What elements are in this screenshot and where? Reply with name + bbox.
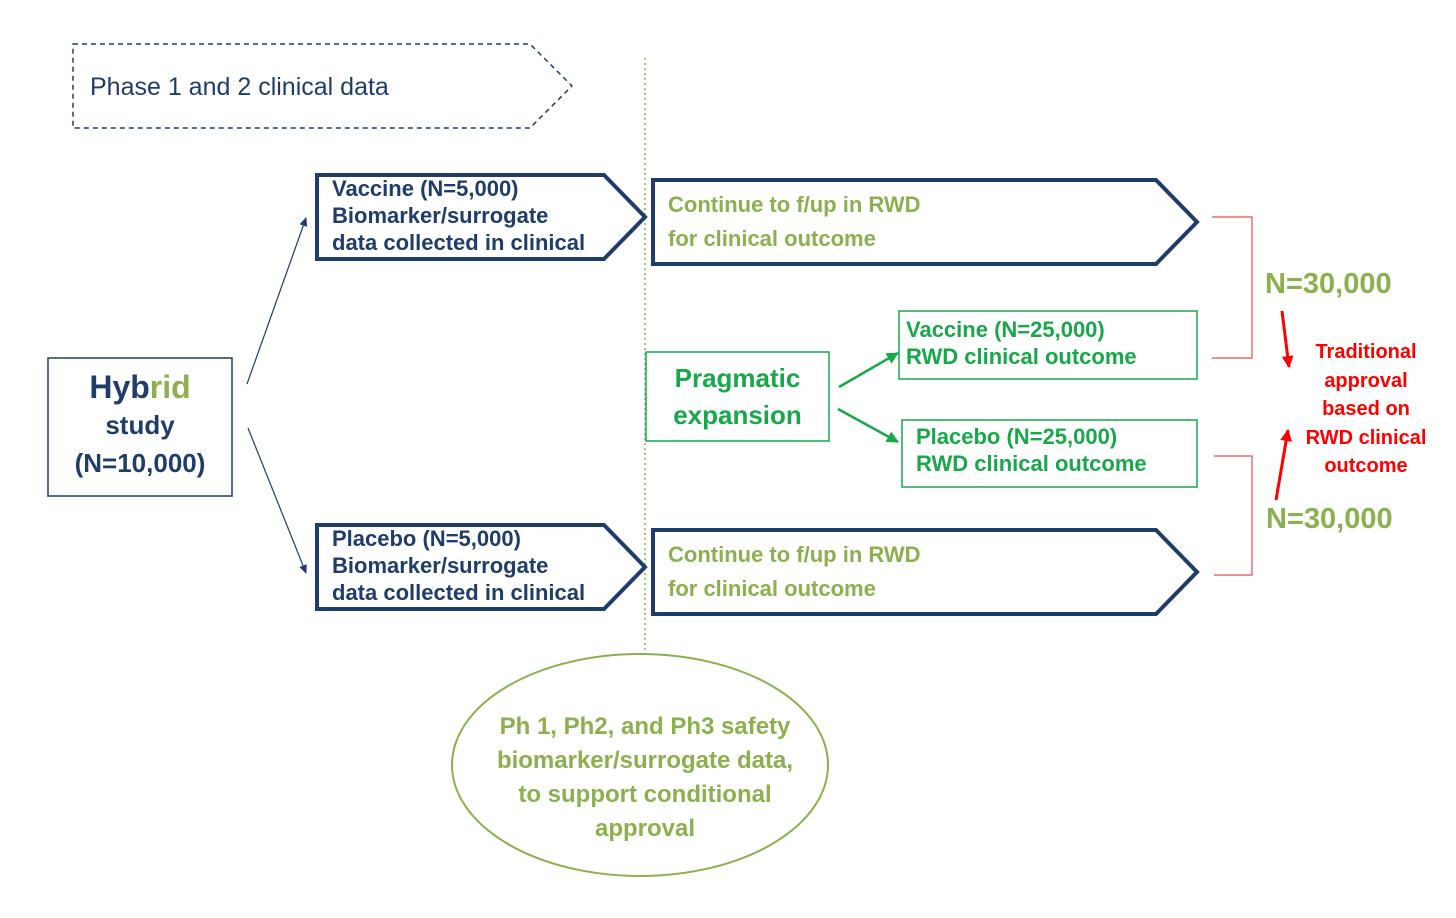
red-arrow-up bbox=[1274, 429, 1293, 501]
approval-line5: outcome bbox=[1324, 455, 1408, 477]
rwd-followup-bottom-box bbox=[651, 528, 1200, 616]
rwd-bottom-line2: for clinical outcome bbox=[668, 576, 876, 601]
approval-line2: approval bbox=[1324, 369, 1408, 392]
hybrid-line2: study bbox=[105, 410, 175, 440]
phase-label: Phase 1 and 2 clinical data bbox=[90, 73, 389, 101]
n-total-bottom: N=30,000 bbox=[1266, 503, 1393, 535]
arrow-to-placebo-arm bbox=[247, 427, 307, 574]
hybrid-line3: (N=10,000) bbox=[74, 448, 206, 478]
hybrid-study-box bbox=[47, 357, 233, 497]
rwd-bottom-line1: Continue to f/up in RWD bbox=[668, 542, 921, 567]
placebo-arm-text: Placebo (N=5,000) Biomarker/surrogate da… bbox=[332, 525, 585, 606]
placebo-rwd-box bbox=[901, 419, 1198, 488]
placebo-rwd-line2: RWD clinical outcome bbox=[916, 451, 1147, 476]
placebo-arm-line2: Biomarker/surrogate bbox=[332, 553, 549, 578]
vaccine-rwd-line1: Vaccine (N=25,000) bbox=[906, 317, 1105, 342]
conditional-approval-text: Ph 1, Ph2, and Ph3 safety biomarker/surr… bbox=[460, 710, 830, 846]
placebo-arm-line1: Placebo (N=5,000) bbox=[332, 526, 521, 551]
hybrid-title-part1: Hyb bbox=[89, 369, 150, 405]
placebo-rwd-text: Placebo (N=25,000) RWD clinical outcome bbox=[916, 423, 1147, 477]
top-group-bracket bbox=[1212, 216, 1253, 359]
vaccine-arm-box bbox=[315, 173, 648, 261]
n-total-top: N=30,000 bbox=[1265, 268, 1392, 300]
placebo-arm-line3: data collected in clinical bbox=[332, 580, 586, 605]
vaccine-arm-text: Vaccine (N=5,000) Biomarker/surrogate da… bbox=[332, 175, 585, 256]
pragmatic-expansion-box bbox=[645, 351, 830, 442]
phase-label-box bbox=[72, 43, 574, 129]
red-arrow-down bbox=[1280, 310, 1294, 368]
traditional-approval-text: Traditional approval based on RWD clinic… bbox=[1290, 338, 1442, 481]
rwd-followup-top-text: Continue to f/up in RWD for clinical out… bbox=[668, 188, 921, 256]
vaccine-arm-line1: Vaccine (N=5,000) bbox=[332, 176, 519, 201]
conditional-line4: approval bbox=[594, 815, 696, 842]
arrow-to-vaccine-rwd bbox=[838, 351, 899, 389]
hybrid-title-part2: rid bbox=[149, 369, 191, 405]
approval-line4: RWD clinical bbox=[1305, 426, 1427, 449]
arrow-to-placebo-rwd bbox=[837, 407, 899, 444]
placebo-rwd-line1: Placebo (N=25,000) bbox=[916, 424, 1118, 449]
placebo-arm-box bbox=[315, 523, 648, 611]
hybrid-title: Hybrid bbox=[48, 368, 232, 406]
approval-line3: based on bbox=[1322, 398, 1410, 420]
rwd-followup-bottom-text: Continue to f/up in RWD for clinical out… bbox=[668, 538, 921, 606]
rwd-top-line1: Continue to f/up in RWD bbox=[668, 192, 921, 217]
pragmatic-expansion-text: Pragmatic expansion bbox=[646, 360, 829, 434]
conditional-line1: Ph 1, Ph2, and Ph3 safety bbox=[499, 713, 791, 740]
conditional-line3: to support conditional bbox=[518, 781, 772, 808]
pragmatic-line2: expansion bbox=[673, 400, 802, 430]
arrow-to-vaccine-arm bbox=[246, 217, 308, 385]
vaccine-rwd-text: Vaccine (N=25,000) RWD clinical outcome bbox=[906, 316, 1137, 370]
approval-line1: Traditional bbox=[1315, 341, 1417, 363]
conditional-approval-ellipse bbox=[451, 653, 829, 877]
vaccine-arm-line2: Biomarker/surrogate bbox=[332, 203, 549, 228]
rwd-top-line2: for clinical outcome bbox=[668, 226, 876, 251]
hybrid-study-text: Hybrid study (N=10,000) bbox=[48, 368, 232, 482]
vaccine-arm-line3: data collected in clinical bbox=[332, 230, 586, 255]
vaccine-rwd-line2: RWD clinical outcome bbox=[906, 344, 1137, 369]
rwd-followup-top-box bbox=[651, 178, 1200, 266]
bottom-group-bracket bbox=[1214, 455, 1253, 576]
vaccine-rwd-box bbox=[898, 310, 1198, 380]
pragmatic-line1: Pragmatic bbox=[674, 363, 801, 393]
conditional-line2: biomarker/surrogate data, bbox=[496, 747, 794, 774]
